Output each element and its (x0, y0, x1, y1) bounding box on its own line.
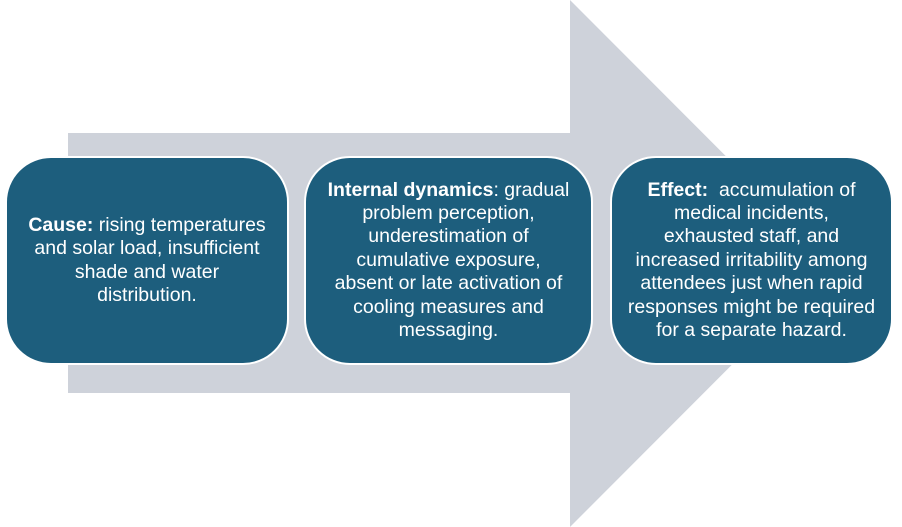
internal-dynamics-box: Internal dynamics: gradual problem perce… (304, 156, 593, 365)
internal-dynamics-lead-label: Internal dynamics (327, 178, 494, 201)
effect-body-text: accumulation of medical incidents, exhau… (627, 178, 876, 342)
cause-box-text: Cause: rising temperatures and solar loa… (20, 214, 273, 308)
internal-dynamics-body-text: : gradual problem perception, underestim… (334, 178, 570, 342)
cause-body-text: rising temperatures and solar load, insu… (34, 213, 266, 306)
internal-dynamics-box-text: Internal dynamics: gradual problem perce… (320, 179, 578, 343)
effect-box: Effect: accumulation of medical incident… (610, 156, 893, 365)
cause-lead-label: Cause: (28, 213, 94, 236)
cause-box: Cause: rising temperatures and solar loa… (5, 156, 289, 365)
effect-lead-label: Effect: (647, 178, 709, 201)
effect-box-text: Effect: accumulation of medical incident… (620, 179, 883, 343)
